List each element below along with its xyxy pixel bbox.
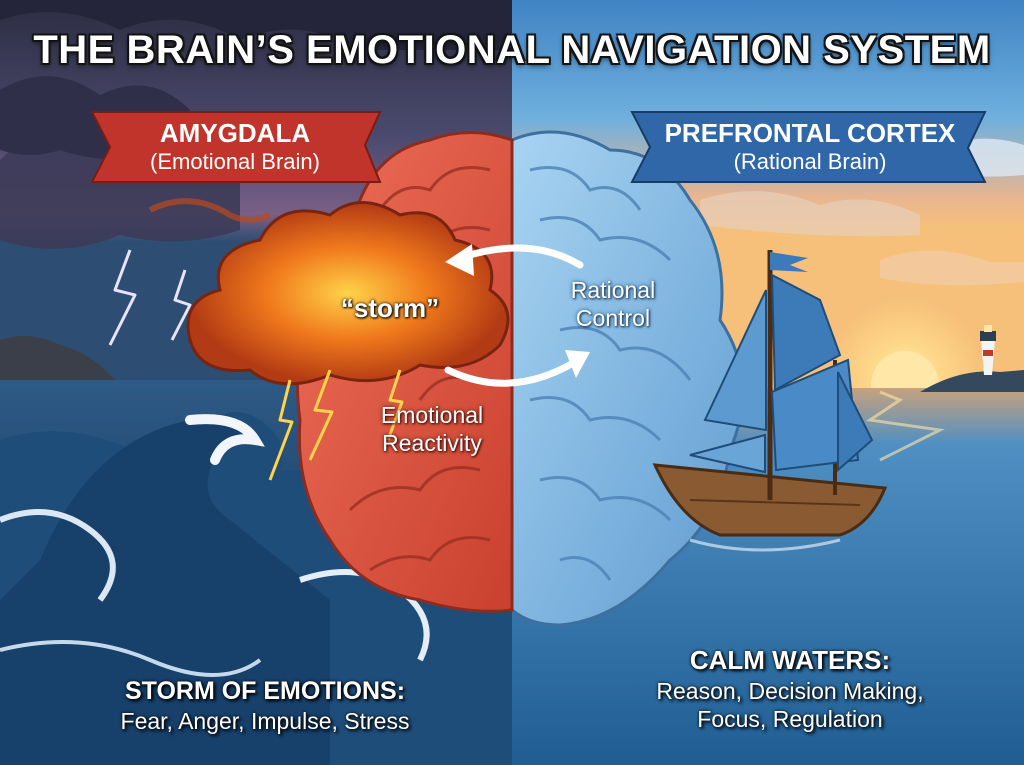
rational-line1: Rational [570, 277, 656, 303]
arrow-left-icon [445, 244, 584, 276]
sailboat-icon [652, 250, 888, 552]
lighthouse-icon [980, 325, 996, 375]
page-title: THE BRAIN’S EMOTIONAL NAVIGATION SYSTEM [33, 28, 991, 72]
calm-caption-line2: Focus, Regulation [697, 706, 883, 733]
calm-caption-heading: CALM WATERS: [689, 645, 891, 675]
reactivity-line2: Reactivity [382, 429, 482, 456]
calm-caption: CALM WATERS: Reason, Decision Making, Fo… [600, 644, 980, 734]
storm-cloud [148, 198, 510, 386]
storm-label: “storm” [340, 293, 440, 323]
storm-caption: STORM OF EMOTIONS: Fear, Anger, Impulse,… [60, 676, 470, 736]
amygdala-label: AMYGDALA (Emotional Brain) [100, 118, 370, 176]
storm-caption-items: Fear, Anger, Impulse, Stress [120, 708, 410, 735]
storm-caption-heading: STORM OF EMOTIONS: [124, 677, 406, 705]
rational-line2: Control [575, 304, 651, 331]
amygdala-title: AMYGDALA [159, 118, 311, 148]
amygdala-banner [90, 111, 382, 183]
prefrontal-subtitle: (Rational Brain) [733, 149, 887, 175]
rational-control-label: Rational Control [548, 277, 678, 332]
prefrontal-banner [630, 111, 987, 183]
prefrontal-label: PREFRONTAL CORTEX (Rational Brain) [640, 118, 980, 176]
calm-caption-line1: Reason, Decision Making, [656, 677, 924, 704]
reactivity-line1: Emotional [380, 402, 484, 428]
prefrontal-title: PREFRONTAL CORTEX [664, 118, 956, 148]
emotional-reactivity-label: Emotional Reactivity [352, 402, 512, 457]
amygdala-subtitle: (Emotional Brain) [150, 149, 320, 175]
arrow-right-icon [444, 350, 590, 387]
lightning-icon [268, 369, 404, 481]
